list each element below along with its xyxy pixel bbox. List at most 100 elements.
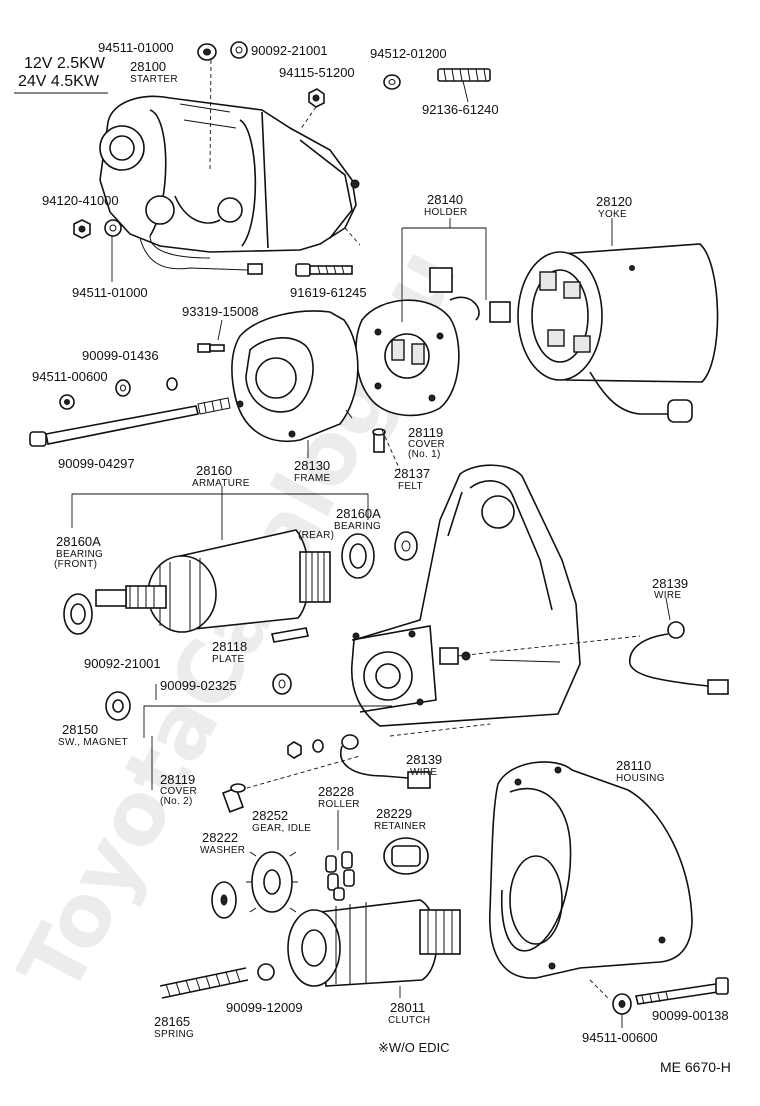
bracket-28140 xyxy=(401,227,487,322)
armature-28160 xyxy=(95,529,331,633)
name-28160: ARMATURE xyxy=(192,478,250,489)
label-94511-01000-top: 94511-01000 xyxy=(98,40,174,55)
through-bolt-90099-04297 xyxy=(29,397,231,447)
name-28150: SW., MAGNET xyxy=(58,737,128,748)
wire-28139-top xyxy=(629,621,729,695)
label-28119-2: 28119 xyxy=(160,772,195,787)
screw-93319-15008 xyxy=(197,343,225,353)
nut-94115-51200 xyxy=(308,88,325,108)
name-28119-1b: (No. 1) xyxy=(408,449,441,460)
label-94511-00600-b: 94511-00600 xyxy=(582,1030,658,1045)
dash-line-nut xyxy=(299,106,317,131)
name-28119-2a: COVER xyxy=(160,786,197,797)
yoke-28120 xyxy=(517,243,719,423)
bolt-90099-00138 xyxy=(635,977,729,1005)
label-28139-b: 28139 xyxy=(406,752,442,767)
brush-holder-28140 xyxy=(355,267,511,417)
label-28160A-front: 28160A xyxy=(56,534,101,549)
rating-12v: 12V 2.5KW xyxy=(24,55,106,72)
diagram-reference: ME 6670-H xyxy=(660,1059,731,1075)
washer-90092-21001-l xyxy=(105,691,131,721)
dash-line-bolt xyxy=(344,227,361,246)
washer-90099-02325 xyxy=(272,673,292,695)
name-28137: FELT xyxy=(398,481,423,492)
name-28228: ROLLER xyxy=(318,799,360,810)
name-28252: GEAR, IDLE xyxy=(252,823,311,834)
leader-92136 xyxy=(462,80,469,103)
nut-94511-01000-top xyxy=(197,43,217,61)
label-90092-21001-top: 90092-21001 xyxy=(251,43,328,58)
dash-cover xyxy=(381,429,401,471)
name-28110: HOUSING xyxy=(616,773,665,784)
label-28120: 28120 xyxy=(596,194,632,209)
bearing-28160A-front xyxy=(63,593,93,635)
name-28140: HOLDER xyxy=(424,207,467,218)
leader-93319 xyxy=(217,319,223,341)
label-28137: 28137 xyxy=(394,466,430,481)
leader-28139-top xyxy=(665,597,671,621)
name-28100: STARTER xyxy=(130,74,178,85)
name-28011: CLUTCH xyxy=(388,1015,430,1026)
name-28160A-rear2: (REAR) xyxy=(298,530,334,541)
label-28118: 28118 xyxy=(212,639,247,654)
washer-28222 xyxy=(211,881,237,919)
rollers-28228 xyxy=(325,851,355,901)
label-28130: 28130 xyxy=(294,458,330,473)
felt-28137 xyxy=(394,531,418,561)
label-94120-41000: 94120-41000 xyxy=(42,193,119,208)
label-28150: 28150 xyxy=(62,722,98,737)
label-90099-12009: 90099-12009 xyxy=(226,1000,303,1015)
label-94115-51200: 94115-51200 xyxy=(279,65,355,80)
name-28222: WASHER xyxy=(200,845,245,856)
label-90099-00138: 90099-00138 xyxy=(652,1008,729,1023)
bracket-28160 xyxy=(71,493,369,528)
spring-28165 xyxy=(159,967,249,999)
label-94511-01000-b: 94511-01000 xyxy=(72,285,148,300)
washer-94511-00600-b xyxy=(612,993,632,1015)
name-28229: RETAINER xyxy=(374,821,426,832)
name-28139-b: WIRE xyxy=(410,767,437,778)
dash-wire-b xyxy=(389,723,491,737)
retainer-28229 xyxy=(383,837,429,875)
label-28252: 28252 xyxy=(252,808,288,823)
label-28100: 28100 xyxy=(130,59,166,74)
label-90092-21001-l: 90092-21001 xyxy=(84,656,161,671)
washer-94511-01000-b xyxy=(104,219,122,237)
name-28119-1a: COVER xyxy=(408,439,445,450)
washer-94511-00600-l xyxy=(59,394,75,410)
idle-gear-28252 xyxy=(246,851,298,913)
label-28119-1: 28119 xyxy=(408,425,443,440)
name-28160A-rear: BEARING xyxy=(334,521,381,532)
frame-28130 xyxy=(231,310,359,442)
label-28222: 28222 xyxy=(202,830,238,845)
label-28228: 28228 xyxy=(318,784,354,799)
name-28139-top: WIRE xyxy=(654,590,681,601)
label-90099-01436: 90099-01436 xyxy=(82,348,159,363)
name-28160A-front2: (FRONT) xyxy=(54,559,97,570)
label-28160: 28160 xyxy=(196,463,232,478)
name-28119-2b: (No. 2) xyxy=(160,796,193,807)
name-28120: YOKE xyxy=(598,209,627,220)
dash-housing xyxy=(589,979,611,1001)
label-28160A-rear: 28160A xyxy=(336,506,381,521)
label-28139-top: 28139 xyxy=(652,576,688,591)
label-94511-00600-l: 94511-00600 xyxy=(32,369,108,384)
label-93319-15008: 93319-15008 xyxy=(182,304,259,319)
washer-94512-01200 xyxy=(383,74,401,90)
label-92136-61240: 92136-61240 xyxy=(422,102,499,117)
bolt-91619-61245 xyxy=(295,263,353,277)
label-28110: 28110 xyxy=(616,758,651,773)
label-90099-04297: 90099-04297 xyxy=(58,456,135,471)
label-28140: 28140 xyxy=(427,192,463,207)
washer-90099-01436 xyxy=(115,379,131,397)
name-28165: SPRING xyxy=(154,1029,194,1040)
dash-wire-top xyxy=(457,635,641,657)
label-90099-02325: 90099-02325 xyxy=(160,678,237,693)
name-28118: PLATE xyxy=(212,654,244,665)
cover-28119-no2 xyxy=(221,783,246,813)
ball-90099-12009 xyxy=(257,963,275,981)
bracket-28150 xyxy=(143,705,392,738)
wire-28139-b xyxy=(340,734,431,789)
washer-pair xyxy=(166,377,178,391)
